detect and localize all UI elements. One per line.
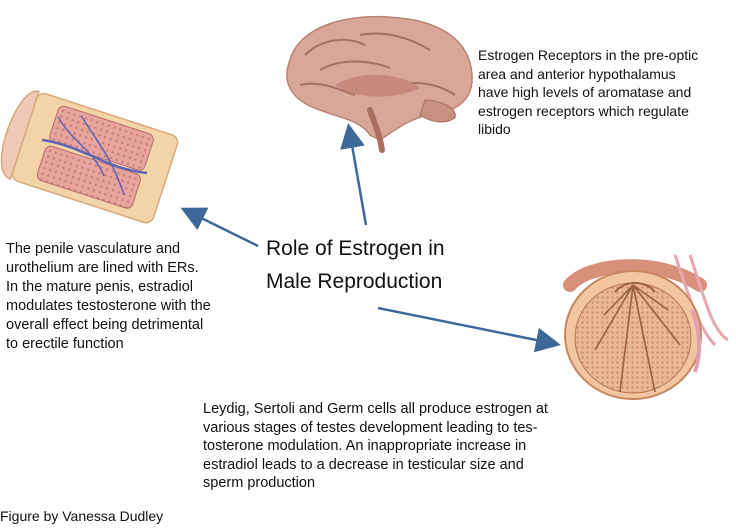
brain-line: estrogen receptors which regulate	[478, 102, 689, 119]
brain-line: libido	[478, 121, 511, 137]
testis-description: Leydig, Sertoli and Germ cells all produ…	[203, 400, 613, 493]
brain-illustration	[286, 15, 473, 153]
testis-line: various stages of testes development lea…	[203, 419, 538, 436]
arrow-to-testis	[377, 306, 561, 353]
brain-line: Estrogen Receptors in the pre-optic	[478, 47, 699, 63]
penis-description: The penile vasculature and urothelium ar…	[6, 240, 266, 354]
title-line-1: Role of Estrogen in	[266, 237, 445, 260]
testis-line: sperm production	[203, 475, 316, 492]
figure-credit: Figure by Vanessa Dudley	[0, 508, 164, 524]
arrow-to-penis	[180, 207, 259, 248]
diagram-title: Role of Estrogen in Male Reproduction	[266, 232, 445, 298]
brain-line: area and anterior hypothalamus	[478, 65, 676, 82]
testis-line: estradiol leads to a decrease in testicu…	[203, 456, 524, 473]
penis-line: In the mature penis, estradiol	[6, 279, 193, 295]
brain-line: have high levels of aromatase and	[478, 84, 692, 100]
penis-line: modulates testosterone with the	[6, 298, 211, 314]
penis-line: urothelium are lined with ERs.	[6, 260, 199, 276]
penis-line: to erectile function	[6, 336, 124, 352]
brain-description: Estrogen Receptors in the pre-optic area…	[478, 46, 733, 139]
penis-line: overall effect being detrimental	[6, 317, 204, 333]
testis-line: tosterone modulation. An inappropriate i…	[203, 438, 527, 455]
testis-illustration	[563, 254, 729, 400]
penis-cross-section-illustration	[0, 90, 179, 224]
testis-line: Leydig, Sertoli and Germ cells all produ…	[203, 401, 548, 417]
title-line-2: Male Reproduction	[266, 270, 443, 293]
arrow-to-brain	[340, 123, 368, 226]
penis-line: The penile vasculature and	[6, 241, 181, 257]
